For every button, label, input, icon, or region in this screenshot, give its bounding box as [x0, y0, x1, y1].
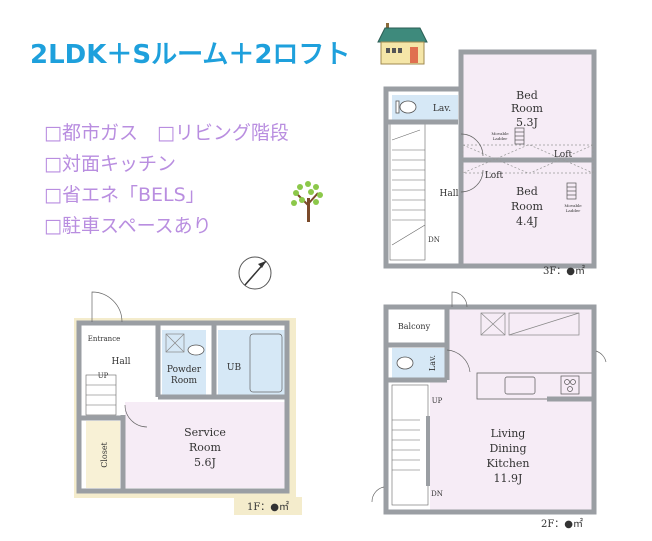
- room-label-ldk: Kitchen: [487, 457, 530, 470]
- house-icon: [377, 23, 428, 65]
- floor-1f-plan: Entrance Hall UP Powder Room UB Service …: [74, 291, 302, 515]
- room-label-ub: UB: [227, 363, 242, 373]
- floor-2f-plan: Balcony Lav. UP DN Living Dining Kitchen…: [371, 291, 607, 530]
- room-area-bedroom-1: 5.3J: [516, 116, 538, 129]
- stair-up-label: UP: [432, 397, 443, 405]
- ladder-label: Movable: [491, 131, 509, 136]
- room-label-balcony: Balcony: [398, 322, 431, 331]
- room-label-bedroom-2: Room: [511, 200, 544, 213]
- feature-item: □都市ガス □リビング階段: [44, 122, 289, 144]
- room-label-lav: Lav.: [428, 355, 437, 371]
- room-label-service-room: Room: [189, 441, 222, 454]
- tree-icon: [291, 181, 323, 222]
- room-label-bedroom-1: Bed: [516, 89, 538, 102]
- ladder-label: Ladder: [493, 136, 508, 141]
- feature-item: □省エネ「BELS」: [44, 184, 205, 206]
- stair-dn-label: DN: [428, 236, 440, 244]
- compass-icon: [238, 256, 272, 290]
- ladder-label: Ladder: [566, 208, 581, 213]
- toilet-icon: [395, 100, 417, 114]
- room-area-service-room: 5.6J: [194, 456, 216, 469]
- room-area-bedroom-2: 4.4J: [516, 215, 538, 228]
- feature-item: □駐車スペースあり: [44, 215, 212, 237]
- room-label-bedroom-2: Bed: [516, 185, 538, 198]
- room-label-hall: Hall: [112, 357, 131, 367]
- loft-label: Loft: [554, 150, 573, 160]
- room-label-closet: Closet: [100, 441, 109, 467]
- room-label-ldk: Living: [491, 427, 526, 440]
- room-label-lav: Lav.: [433, 104, 451, 114]
- room-label-bedroom-1: Room: [511, 102, 544, 115]
- ladder-label: Movable: [564, 203, 582, 208]
- room-label-hall: Hall: [440, 189, 459, 199]
- room-label-service-room: Service: [184, 426, 226, 439]
- floor-area-2f: 2F：●㎡: [541, 518, 583, 530]
- stair-dn-label: DN: [431, 490, 443, 498]
- floor-3f-plan: Lav. Bed Room 5.3J Movable Ladder Loft L…: [383, 49, 597, 277]
- room-label-entrance: Entrance: [88, 335, 121, 343]
- room-label-ldk: Dining: [489, 442, 526, 455]
- floor-area-3f: 3F：●㎡: [543, 265, 585, 277]
- room-label-powder-room: Room: [171, 376, 198, 386]
- loft-label: Loft: [485, 171, 504, 181]
- stair-up-label: UP: [98, 372, 109, 380]
- room-area-ldk: 11.9J: [494, 472, 523, 485]
- room-label-powder-room: Powder: [167, 365, 202, 375]
- stove-icon: [560, 375, 580, 395]
- page-title: 2LDK＋Sルーム＋2ロフト: [30, 40, 351, 70]
- floor-area-1f: 1F：●㎡: [247, 501, 289, 513]
- feature-item: □対面キッチン: [44, 153, 176, 175]
